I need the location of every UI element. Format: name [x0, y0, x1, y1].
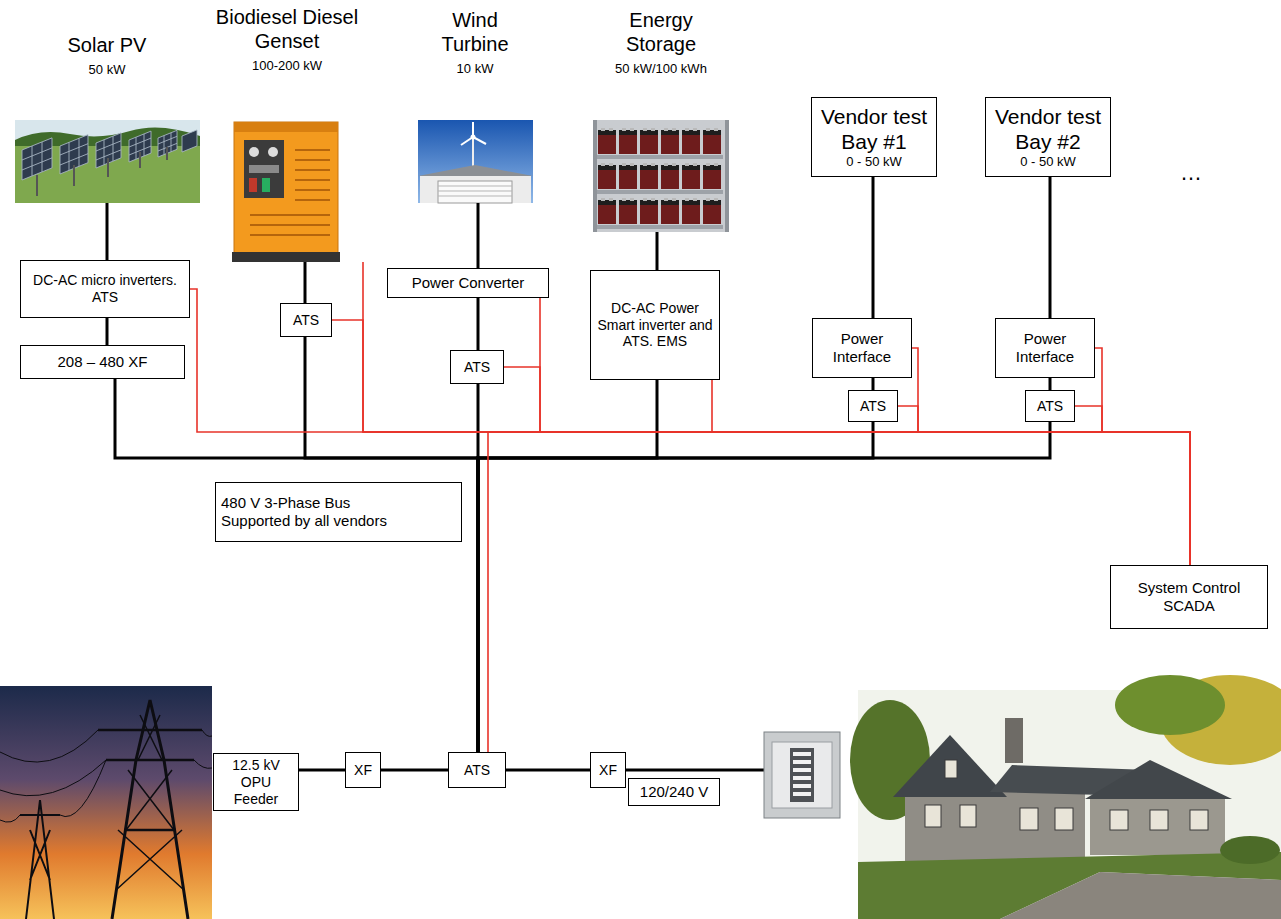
box-text: XF [599, 762, 617, 779]
control-line [898, 406, 1190, 565]
power-line [304, 262, 307, 303]
control-line [504, 367, 1190, 565]
continuation-wrap: … [1180, 160, 1202, 186]
power-line [478, 422, 1050, 752]
box-text: 480 V 3-Phase Bus Supported by all vendo… [221, 494, 416, 530]
power-line [115, 379, 478, 752]
source-heading: Energy Storage [611, 8, 711, 56]
transmission-tower-photo [0, 686, 212, 919]
inverter-box: DC-AC Power Smart inverter and ATS. EMS [590, 270, 720, 380]
power-line [106, 203, 109, 260]
inverter-box: DC-AC micro inverters. ATS [20, 260, 190, 318]
box-text: Power Interface [1001, 330, 1089, 366]
solar-photo [15, 120, 200, 203]
ats-box: ATS [848, 390, 898, 422]
service-wire [626, 769, 764, 772]
source-rating: 100-200 kW [252, 58, 322, 74]
house-photo [850, 675, 1281, 919]
power-line [106, 318, 109, 345]
control-line [1075, 406, 1190, 565]
box-text: Vendor test Bay #1 [817, 104, 931, 154]
box-text: DC-AC micro inverters. ATS [26, 272, 184, 306]
power-line [381, 769, 448, 772]
scada-box: System Control SCADA [1110, 565, 1268, 629]
genset-photo [232, 122, 340, 262]
battery-rack-photo [593, 120, 729, 232]
box-text: System Control SCADA [1116, 579, 1262, 615]
vendor-bay-box: Vendor test Bay #10 - 50 kW [811, 97, 937, 177]
power-line [299, 769, 345, 772]
source-heading: Wind Turbine [428, 8, 523, 56]
source-unit: Solar PV 50 kW [7, 33, 207, 203]
source-rating: 50 kW [89, 62, 126, 78]
control-line [190, 289, 1190, 565]
transformer-box: XF [590, 752, 626, 788]
ats-box: ATS [1025, 390, 1075, 422]
transformer-box: XF [345, 752, 381, 788]
power-line [477, 298, 480, 350]
vendor-bay-box: Vendor test Bay #20 - 50 kW [985, 97, 1111, 177]
ats-box: ATS [450, 350, 504, 384]
power-line [872, 177, 875, 318]
control-line [488, 432, 1190, 752]
box-text: Power Converter [412, 274, 525, 292]
interface-box: Power Interface [995, 318, 1095, 378]
feeder-box: 12.5 kV OPU Feeder [213, 753, 299, 811]
wind-turbine-photo [418, 120, 533, 203]
box-rating: 0 - 50 kW [846, 154, 902, 170]
box-text: 208 – 480 XF [57, 353, 147, 371]
source-heading: Biodiesel Diesel Genset [192, 5, 382, 53]
control-line [1095, 348, 1190, 565]
source-unit: Energy Storage 50 kW/100 kWh [591, 8, 731, 232]
transformer-box: 208 – 480 XF [20, 345, 185, 379]
source-rating: 50 kW/100 kWh [615, 61, 707, 77]
box-text: 120/240 V [640, 783, 708, 801]
ats-box: ATS [448, 752, 506, 788]
box-text: ATS [464, 762, 490, 779]
box-rating: 0 - 50 kW [1020, 154, 1076, 170]
ellipsis-label: … [1180, 160, 1202, 186]
source-unit: Wind Turbine 10 kW [415, 8, 535, 203]
control-line [712, 380, 1190, 565]
power-line [872, 378, 875, 390]
bus-label-box: 480 V 3-Phase Bus Supported by all vendo… [215, 482, 462, 542]
power-line [506, 769, 590, 772]
box-text: 12.5 kV OPU Feeder [225, 757, 287, 807]
source-rating: 10 kW [457, 61, 494, 77]
voltage-box: 120/240 V [628, 778, 720, 806]
converter-box: Power Converter [387, 268, 549, 298]
power-line [478, 380, 657, 752]
box-text: ATS [1037, 398, 1063, 415]
source-heading: Solar PV [68, 33, 147, 57]
box-text: Power Interface [818, 330, 906, 366]
box-text: Vendor test Bay #2 [991, 104, 1105, 154]
box-text: ATS [464, 359, 490, 376]
control-line [912, 348, 1190, 565]
breaker-panel-photo [764, 732, 840, 818]
box-text: ATS [860, 398, 886, 415]
power-line [1049, 177, 1052, 318]
power-line [305, 337, 478, 752]
power-line [656, 232, 659, 270]
power-line [1049, 378, 1052, 390]
box-text: DC-AC Power Smart inverter and ATS. EMS [596, 300, 714, 350]
box-text: XF [354, 762, 372, 779]
power-line [478, 422, 873, 752]
source-unit: Biodiesel Diesel Genset 100-200 kW [187, 5, 387, 262]
ats-box: ATS [280, 303, 332, 337]
power-line [477, 203, 480, 268]
interface-box: Power Interface [812, 318, 912, 378]
box-text: ATS [293, 312, 319, 329]
control-line [363, 262, 1190, 565]
